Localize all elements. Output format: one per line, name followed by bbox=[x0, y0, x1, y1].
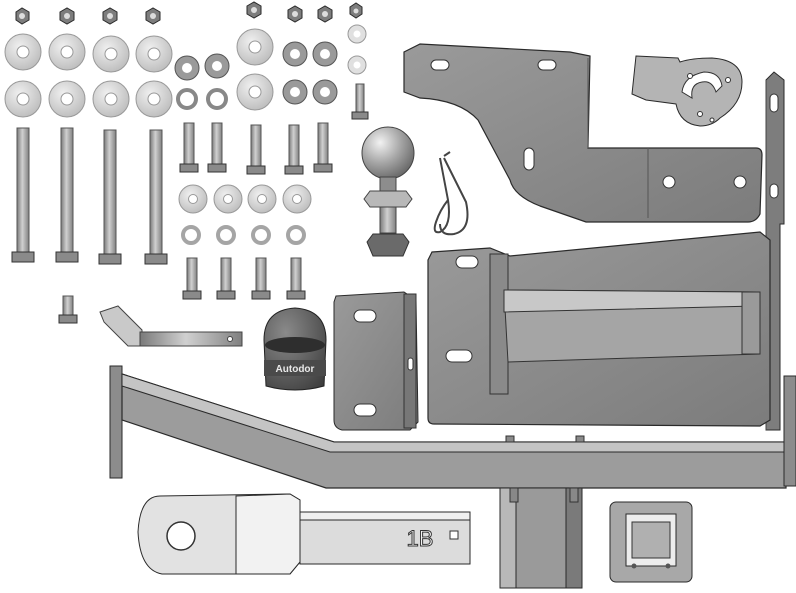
receiver-end-cap bbox=[609, 501, 693, 583]
short-bolt bbox=[313, 122, 333, 173]
drawbar-insert: 1B bbox=[137, 493, 471, 575]
washer bbox=[4, 80, 42, 118]
long-bolt bbox=[144, 129, 168, 265]
electrical-socket-bracket bbox=[631, 55, 743, 127]
short-bolt bbox=[351, 83, 369, 120]
washer bbox=[48, 33, 86, 71]
washer bbox=[4, 33, 42, 71]
washer bbox=[92, 35, 130, 73]
drawbar-marking: 1B bbox=[407, 526, 434, 551]
locking-pin bbox=[99, 305, 243, 347]
receiver-housing bbox=[499, 487, 583, 589]
flat-washers-large bbox=[4, 28, 274, 118]
cover-logo-text: Autodor bbox=[276, 364, 315, 375]
lower-short-bolts bbox=[182, 257, 306, 300]
long-bolt bbox=[98, 129, 122, 265]
dark-washers bbox=[174, 24, 367, 110]
short-bolt bbox=[58, 295, 78, 324]
short-bolt bbox=[207, 122, 227, 173]
upper-mounting-bracket-left bbox=[403, 43, 763, 223]
long-bolt bbox=[11, 127, 35, 263]
short-bolt bbox=[284, 124, 304, 175]
washer bbox=[135, 80, 173, 118]
washer bbox=[92, 80, 130, 118]
long-bolt bbox=[55, 127, 79, 263]
washer bbox=[236, 28, 274, 66]
hex-nuts bbox=[15, 1, 363, 25]
flat-washers-medium bbox=[178, 184, 312, 245]
washer bbox=[236, 73, 274, 111]
short-bolt bbox=[246, 124, 266, 175]
ball-cover-cap: Autodor bbox=[263, 307, 327, 391]
long-bolts bbox=[11, 127, 168, 265]
r-clip-pin bbox=[433, 151, 469, 236]
short-bolts bbox=[58, 83, 369, 324]
side-reinforcement-plate bbox=[333, 291, 419, 431]
tow-ball bbox=[361, 126, 415, 257]
main-mounting-bracket bbox=[427, 231, 771, 427]
washer bbox=[48, 80, 86, 118]
washer bbox=[135, 35, 173, 73]
main-crossbar bbox=[109, 365, 796, 489]
short-bolt bbox=[179, 122, 199, 173]
